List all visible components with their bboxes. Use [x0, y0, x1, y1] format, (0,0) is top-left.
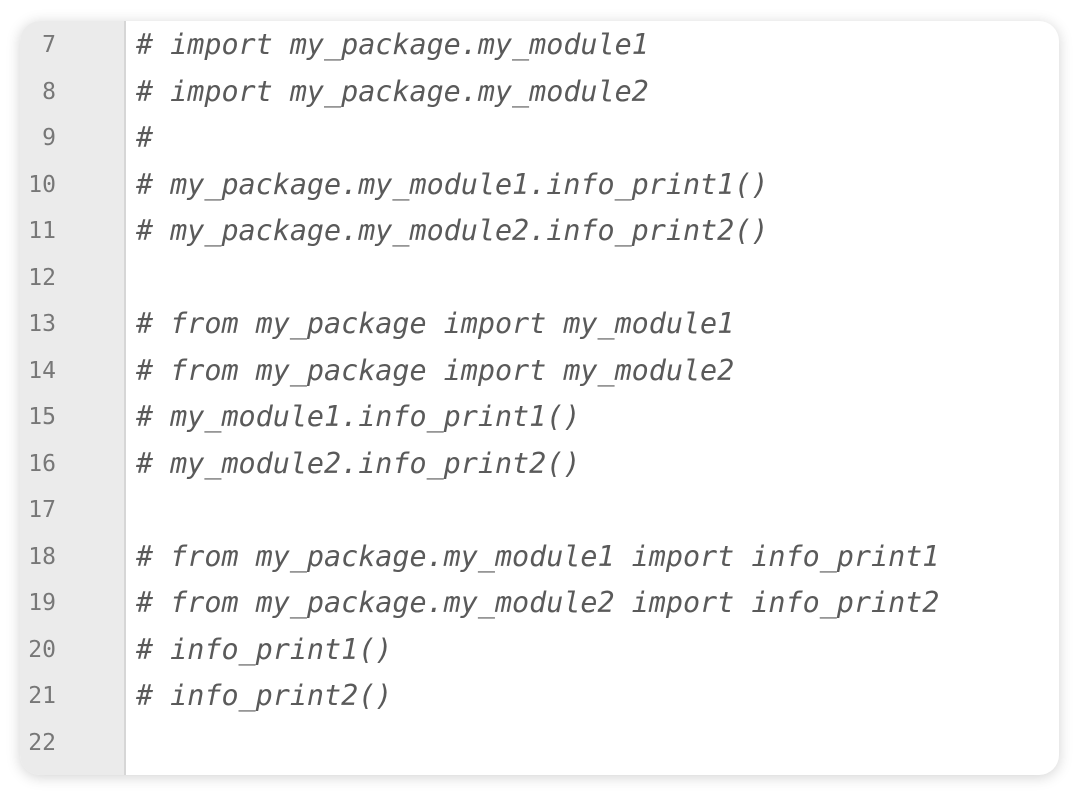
line-number: 20	[28, 636, 56, 663]
code-line[interactable]: 14 # from my_package import my_module2	[20, 348, 1059, 395]
line-number: 8	[42, 78, 56, 105]
code-line[interactable]: 20 # info_print1()	[20, 627, 1059, 674]
code-line[interactable]: 7 # import my_package.my_module1	[20, 22, 1059, 69]
code-line[interactable]: 15 # my_module1.info_print1()	[20, 394, 1059, 441]
line-number: 14	[28, 357, 56, 384]
code-line[interactable]: 12	[20, 255, 1059, 302]
line-number: 10	[28, 171, 56, 198]
line-number: 15	[28, 404, 56, 430]
code-line[interactable]: 21 # info_print2()	[20, 673, 1059, 720]
code-line[interactable]: 11 # my_package.my_module2.info_print2()	[20, 208, 1059, 255]
code-line[interactable]: 9#	[20, 115, 1059, 162]
code-text[interactable]: # from my_package.my_module2 import info…	[136, 586, 940, 619]
line-number: 9	[42, 125, 56, 151]
line-number-gutter	[20, 21, 126, 775]
code-line[interactable]: 10 # my_package.my_module1.info_print1()	[20, 162, 1059, 209]
line-number: 19	[28, 590, 56, 616]
code-text[interactable]: # my_package.my_module2.info_print2()	[136, 214, 769, 247]
line-number: 18	[28, 543, 56, 570]
code-text[interactable]: # my_module1.info_print1()	[136, 400, 581, 433]
line-number: 22	[28, 729, 56, 756]
code-text[interactable]: # import my_package.my_module2	[136, 74, 649, 108]
code-line[interactable]: 17	[20, 487, 1059, 534]
code-line[interactable]: 8 # import my_package.my_module2	[20, 69, 1059, 116]
code-line[interactable]: 19 # from my_package.my_module2 import in…	[20, 580, 1059, 627]
code-text[interactable]: #	[136, 121, 154, 154]
line-number: 16	[28, 450, 56, 477]
line-number: 7	[42, 32, 56, 58]
line-number: 17	[28, 497, 56, 523]
code-text[interactable]: # from my_package.my_module1 import info…	[136, 539, 940, 573]
code-line[interactable]: 13 # from my_package import my_module1	[20, 301, 1059, 348]
code-text[interactable]: # from my_package import my_module2	[136, 353, 735, 387]
code-text[interactable]: # my_package.my_module1.info_print1()	[136, 167, 769, 201]
code-line[interactable]: 16 # my_module2.info_print2()	[20, 441, 1059, 488]
code-line[interactable]: 18 # from my_package.my_module1 import in…	[20, 534, 1059, 581]
code-text[interactable]: # import my_package.my_module1	[136, 28, 649, 61]
code-text[interactable]: # info_print2()	[136, 679, 393, 712]
line-number: 11	[28, 218, 56, 244]
code-editor[interactable]: 7 # import my_package.my_module1 8 # import…	[20, 21, 1059, 775]
line-number: 13	[28, 311, 56, 337]
code-text[interactable]: # from my_package import my_module1	[136, 307, 735, 340]
code-text[interactable]: # my_module2.info_print2()	[136, 446, 581, 480]
line-number: 12	[28, 264, 56, 291]
code-text[interactable]: # info_print1()	[136, 632, 393, 666]
code-line[interactable]: 22	[20, 720, 1059, 767]
line-number: 21	[28, 683, 56, 709]
